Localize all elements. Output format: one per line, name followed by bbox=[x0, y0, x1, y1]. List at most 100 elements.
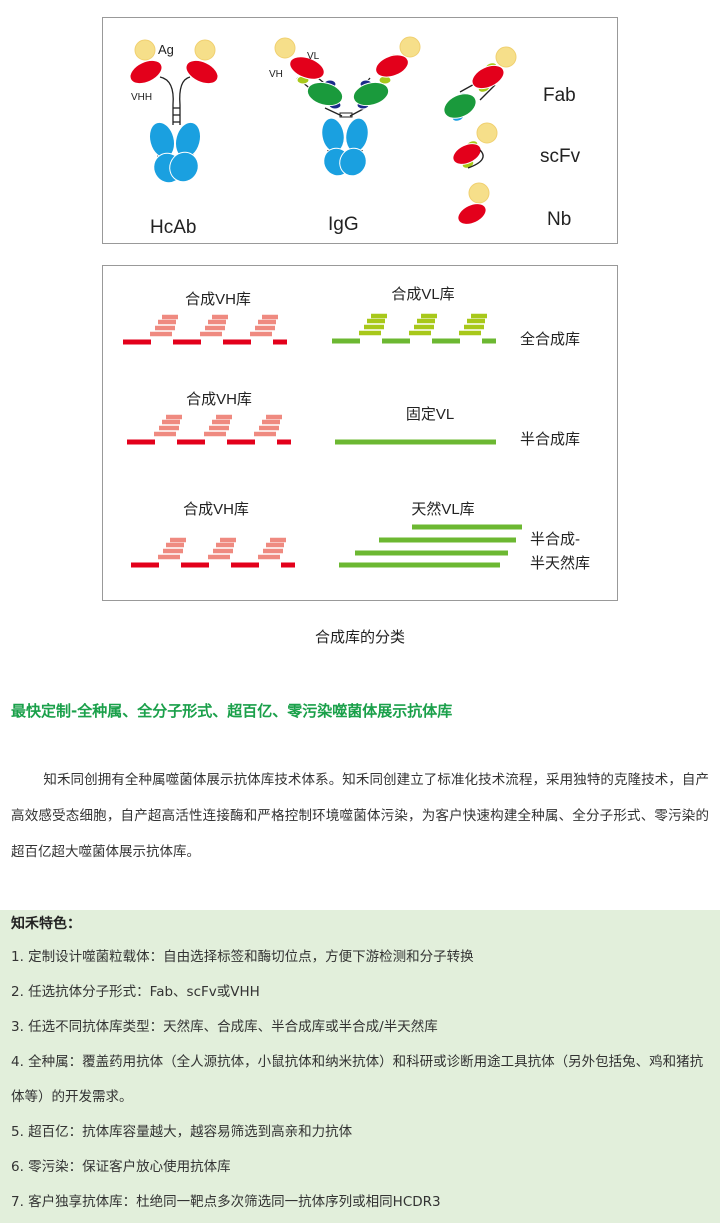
vh-cdr-fragment bbox=[208, 554, 230, 560]
vh-cdr-fragment bbox=[213, 548, 233, 554]
vh-framework-bar bbox=[173, 339, 201, 345]
vl-cdr-fragment bbox=[471, 313, 487, 319]
feature-item: 2. 任选抗体分子形式：Fab、scFv或VHH bbox=[11, 984, 260, 1000]
vh-cdr-fragment bbox=[166, 414, 182, 420]
vl-cdr-fragment bbox=[467, 318, 485, 324]
vh-cdr-fragment bbox=[266, 542, 284, 548]
linker-line bbox=[324, 107, 343, 117]
features-list: 1. 定制设计噬菌粒载体：自由选择标签和酶切位点，方便下游检测和分子转换 2. … bbox=[11, 940, 711, 1220]
ch1-domain bbox=[352, 81, 390, 107]
vh-cdr-fragment bbox=[158, 319, 176, 325]
vh-cdr-fragment bbox=[258, 554, 280, 560]
ch1-domain bbox=[443, 93, 477, 119]
library-types-diagram bbox=[123, 313, 522, 568]
natural-vl-bar bbox=[412, 524, 522, 530]
linker-line bbox=[179, 76, 191, 125]
fixed-vl-bar bbox=[335, 439, 496, 445]
natural-vl-bar bbox=[339, 562, 500, 568]
label-vl: VL bbox=[307, 51, 320, 62]
vh-framework-bar bbox=[227, 439, 255, 445]
vh-cdr-fragment bbox=[200, 331, 222, 337]
vh-cdr-fragment bbox=[158, 554, 180, 560]
antigen-circle bbox=[468, 182, 490, 204]
vhh-domain bbox=[129, 59, 163, 85]
natural-vl-bar bbox=[379, 537, 516, 543]
vl-cdr-fragment bbox=[371, 313, 387, 319]
vh-domain bbox=[289, 56, 325, 80]
vl-cdr-fragment bbox=[459, 330, 481, 336]
vl-cdr-fragment bbox=[464, 324, 484, 330]
ch-domain bbox=[169, 151, 199, 183]
vh-domain bbox=[375, 54, 409, 78]
vh-cdr-fragment bbox=[150, 331, 172, 337]
row2-right-label: 固定VL bbox=[406, 406, 454, 423]
antigen-circle bbox=[495, 46, 517, 68]
vh-cdr-fragment bbox=[205, 325, 225, 331]
vl-cdr-fragment bbox=[421, 313, 437, 319]
feature-item: 6. 零污染：保证客户放心使用抗体库 bbox=[11, 1159, 231, 1175]
features-title: 知禾特色： bbox=[11, 916, 81, 932]
feature-item: 7. 客户独享抗体库：杜绝同一靶点多次筛选同一抗体序列或相同HCDR3 bbox=[11, 1194, 441, 1210]
natural-vl-bar bbox=[355, 550, 508, 556]
vh-cdr-fragment bbox=[262, 419, 280, 425]
vh-cdr-fragment bbox=[166, 542, 184, 548]
antigen-circle bbox=[194, 39, 216, 61]
vl-cdr-fragment bbox=[359, 330, 381, 336]
vh-cdr-fragment bbox=[162, 314, 178, 320]
vh-cdr-fragment bbox=[216, 414, 232, 420]
vh-cdr-fragment bbox=[163, 548, 183, 554]
vhh-domain bbox=[457, 203, 487, 225]
library-types-frame bbox=[102, 265, 618, 601]
vh-cdr-fragment bbox=[220, 537, 236, 543]
figure-caption: 合成库的分类 bbox=[314, 628, 405, 646]
vh-framework-bar bbox=[223, 339, 251, 345]
feature-item: 5. 超百亿：抗体库容量越大，越容易筛选到高亲和力抗体 bbox=[11, 1124, 353, 1140]
row3-type-label-2: 半天然库 bbox=[530, 555, 590, 572]
row1-type-label: 全合成库 bbox=[520, 330, 580, 348]
vh-cdr-fragment bbox=[270, 537, 286, 543]
vh-cdr-fragment bbox=[154, 431, 176, 437]
feature-item: 3. 任选不同抗体库类型：天然库、合成库、半合成库或半合成/半天然库 bbox=[11, 1019, 438, 1035]
linker-line bbox=[479, 84, 496, 101]
label-scfv: scFv bbox=[540, 146, 581, 167]
ch1-domain bbox=[306, 81, 344, 107]
vh-cdr-fragment bbox=[263, 548, 283, 554]
vl-framework-bar bbox=[382, 338, 410, 344]
vh-domain bbox=[452, 143, 482, 165]
vl-cdr-fragment bbox=[364, 324, 384, 330]
vh-cdr-fragment bbox=[266, 414, 282, 420]
row3-right-label: 天然VL库 bbox=[411, 501, 474, 518]
label-igg: IgG bbox=[328, 214, 359, 235]
vh-cdr-fragment bbox=[212, 419, 230, 425]
linker-line bbox=[159, 76, 174, 125]
vh-framework-bar bbox=[277, 439, 291, 445]
features-panel: 知禾特色： 1. 定制设计噬菌粒载体：自由选择标签和酶切位点，方便下游检测和分子… bbox=[0, 910, 720, 1223]
vl-framework-bar bbox=[332, 338, 360, 344]
antibody-formats-diagram bbox=[129, 36, 517, 225]
feature-item: 4. 全种属：覆盖药用抗体（全人源抗体，小鼠抗体和纳米抗体）和科研或诊断用途工具… bbox=[11, 1054, 704, 1105]
vh-cdr-fragment bbox=[259, 425, 279, 431]
fc-domain bbox=[339, 147, 367, 177]
vh-cdr-fragment bbox=[162, 419, 180, 425]
antibody-figures: Ag VHH VL VH HcAb IgG Fab scFv Nb 合成VH库 … bbox=[102, 17, 618, 601]
vh-cdr-fragment bbox=[155, 325, 175, 331]
vh-cdr-fragment bbox=[250, 331, 272, 337]
vh-cdr-fragment bbox=[254, 431, 276, 437]
vh-cdr-fragment bbox=[204, 431, 226, 437]
vl-cdr-fragment bbox=[417, 318, 435, 324]
vh-cdr-fragment bbox=[159, 425, 179, 431]
vh-framework-bar bbox=[281, 562, 295, 568]
vl-cdr-fragment bbox=[414, 324, 434, 330]
vl-framework-bar bbox=[482, 338, 496, 344]
label-nb: Nb bbox=[547, 209, 571, 230]
row1-right-label: 合成VL库 bbox=[391, 286, 454, 303]
antigen-circle bbox=[274, 37, 296, 59]
vh-framework-bar bbox=[123, 339, 151, 345]
vh-cdr-fragment bbox=[212, 314, 228, 320]
vh-cdr-fragment bbox=[209, 425, 229, 431]
linker-line bbox=[467, 149, 484, 169]
label-vhh: VHH bbox=[131, 92, 152, 103]
vl-cdr-fragment bbox=[409, 330, 431, 336]
row2-left-label: 合成VH库 bbox=[186, 391, 252, 408]
label-ag: Ag bbox=[158, 42, 174, 57]
